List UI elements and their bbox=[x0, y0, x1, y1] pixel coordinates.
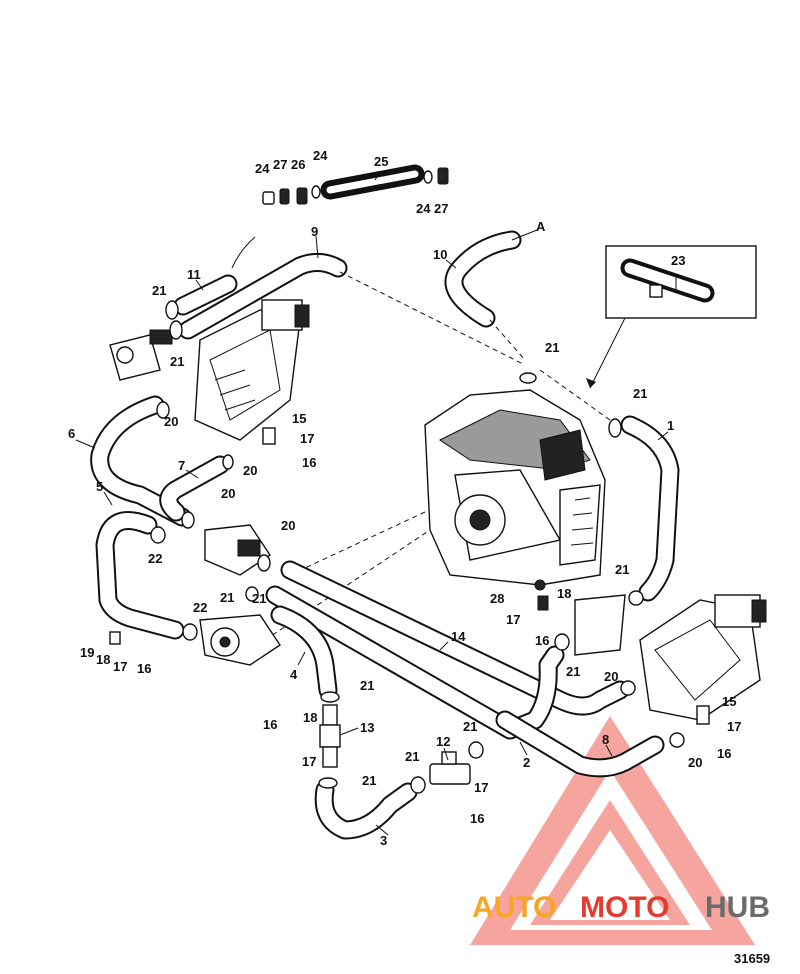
inset-part-23 bbox=[586, 245, 757, 389]
callout-20-f: 20 bbox=[688, 755, 702, 770]
callout-21-d: 21 bbox=[633, 386, 647, 401]
callout-6: 6 bbox=[68, 426, 75, 441]
callout-17-b: 17 bbox=[506, 612, 520, 627]
callout-16-a: 16 bbox=[302, 455, 316, 470]
callout-16-b: 16 bbox=[535, 633, 549, 648]
callout-27-b: 27 bbox=[434, 201, 448, 216]
callout-leaders bbox=[75, 171, 677, 836]
callout-20-b: 20 bbox=[243, 463, 257, 478]
callout-13: 13 bbox=[360, 720, 374, 735]
clamps bbox=[109, 300, 710, 794]
hose-6 bbox=[90, 395, 192, 527]
callout-21-g: 21 bbox=[566, 664, 580, 679]
callout-28: 28 bbox=[490, 591, 504, 606]
watermark-word-moto: MOTO bbox=[580, 891, 669, 924]
callout-18-c: 18 bbox=[303, 710, 317, 725]
callout-21-e: 21 bbox=[615, 562, 629, 577]
hose-1 bbox=[620, 415, 680, 602]
callout-21-a: 21 bbox=[152, 283, 166, 298]
callout-18-b: 18 bbox=[96, 652, 110, 667]
callout-11: 11 bbox=[187, 267, 201, 282]
hose-5 bbox=[95, 511, 185, 640]
callout-15-left: 15 bbox=[292, 411, 306, 426]
watermark-text: AUTO MOTO HUB bbox=[472, 891, 770, 924]
callout-4: 4 bbox=[290, 667, 298, 682]
hose-3 bbox=[314, 780, 418, 840]
callout-20-c: 20 bbox=[221, 486, 235, 501]
hose-14 bbox=[280, 560, 630, 716]
hose-10 bbox=[444, 229, 538, 328]
callout-20-a: 20 bbox=[164, 414, 178, 429]
callout-20-d: 20 bbox=[281, 518, 295, 533]
thermostat-housing bbox=[204, 524, 271, 576]
callout-2: 2 bbox=[523, 755, 530, 770]
callout-3: 3 bbox=[380, 833, 387, 848]
hose-2 bbox=[265, 585, 565, 740]
callout-24-b: 24 bbox=[313, 148, 328, 163]
engine-block bbox=[424, 389, 606, 586]
callout-19: 19 bbox=[80, 645, 94, 660]
callout-labels: 1 2 3 4 5 6 7 8 9 10 11 12 13 14 15 15 1… bbox=[68, 148, 741, 848]
callout-9: 9 bbox=[311, 224, 318, 239]
callout-25: 25 bbox=[374, 154, 388, 169]
callout-17-a: 17 bbox=[300, 431, 314, 446]
callout-12: 12 bbox=[436, 734, 450, 749]
water-pump bbox=[199, 614, 281, 666]
callout-23: 23 bbox=[671, 253, 685, 268]
callout-22-a: 22 bbox=[148, 551, 162, 566]
callout-14: 14 bbox=[451, 629, 466, 644]
callout-5: 5 bbox=[96, 479, 103, 494]
callout-21-i: 21 bbox=[463, 719, 477, 734]
callout-21-l: 21 bbox=[252, 591, 266, 606]
callout-16-d: 16 bbox=[263, 717, 277, 732]
watermark-logo bbox=[470, 716, 755, 945]
callout-16-f: 16 bbox=[470, 811, 484, 826]
callout-8: 8 bbox=[602, 732, 609, 747]
callout-7: 7 bbox=[178, 458, 185, 473]
hose-4 bbox=[270, 605, 338, 700]
callout-21-c: 21 bbox=[545, 340, 559, 355]
callout-17-d: 17 bbox=[302, 754, 316, 769]
callout-1: 1 bbox=[667, 418, 674, 433]
fitting-13 bbox=[319, 704, 341, 768]
callout-21-k: 21 bbox=[362, 773, 376, 788]
callout-21-b: 21 bbox=[170, 354, 184, 369]
callout-26: 26 bbox=[291, 157, 305, 172]
callout-27-a: 27 bbox=[273, 157, 287, 172]
watermark-word-hub: HUB bbox=[705, 891, 770, 924]
figure-number: 31659 bbox=[734, 951, 770, 966]
left-pump-assembly bbox=[109, 299, 310, 441]
callout-16-e: 16 bbox=[717, 746, 731, 761]
callout-21-h: 21 bbox=[360, 678, 374, 693]
callout-17-f: 17 bbox=[474, 780, 488, 795]
callout-17-c: 17 bbox=[113, 659, 127, 674]
hose-9-and-11 bbox=[173, 236, 348, 340]
callout-22-b: 22 bbox=[193, 600, 207, 615]
callout-17-e: 17 bbox=[727, 719, 741, 734]
callout-24-c: 24 bbox=[416, 201, 431, 216]
callout-20-e: 20 bbox=[604, 669, 618, 684]
right-manifold-assembly bbox=[574, 594, 767, 721]
tee-12 bbox=[429, 751, 471, 785]
callout-10: 10 bbox=[433, 247, 447, 262]
callout-21-f: 21 bbox=[220, 590, 234, 605]
watermark-word-auto: AUTO bbox=[472, 891, 556, 924]
hose-7 bbox=[159, 455, 230, 522]
callout-15-right: 15 bbox=[722, 694, 736, 709]
callout-24-a: 24 bbox=[255, 161, 270, 176]
reference-letter-a: A bbox=[536, 219, 546, 234]
callout-16-c: 16 bbox=[137, 661, 151, 676]
callout-18-a: 18 bbox=[557, 586, 571, 601]
callout-21-j: 21 bbox=[405, 749, 419, 764]
top-hose-kit bbox=[262, 164, 449, 205]
hose-8 bbox=[495, 710, 665, 778]
